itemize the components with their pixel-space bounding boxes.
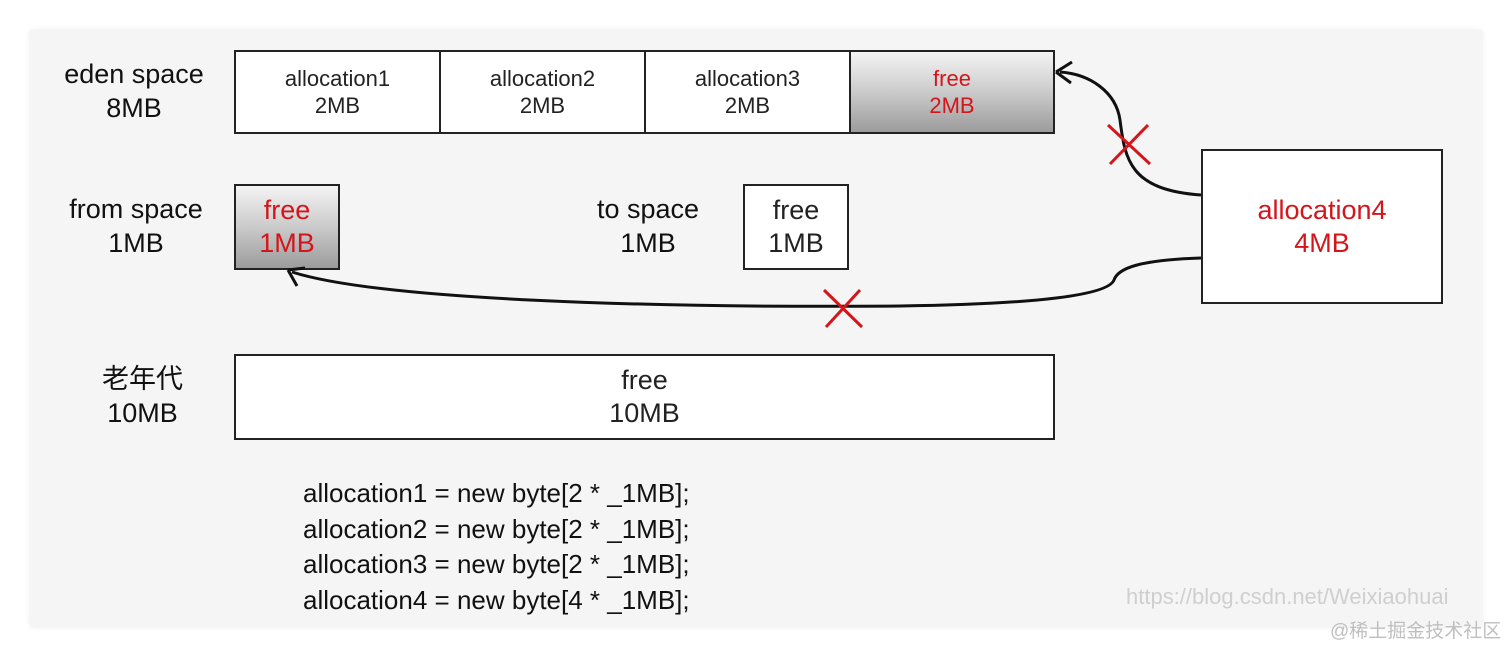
from-space-label: from space 1MB (55, 192, 217, 260)
eden-cell-allocation3: allocation3 2MB (644, 50, 851, 134)
cell-size: 2MB (929, 93, 975, 118)
cell-label: free (263, 195, 311, 225)
cell-size: 10MB (609, 398, 680, 428)
cell-label: allocation3 (694, 66, 801, 91)
from-space-name: from space (69, 194, 203, 224)
eden-cell-free: free 2MB (849, 50, 1055, 134)
code-line: allocation1 = new byte[2 * _1MB]; (303, 478, 690, 508)
arrow-head-from-space (286, 266, 306, 287)
allocation4-size: 4MB (1294, 227, 1350, 258)
blocked-x-icon (822, 288, 864, 329)
code-line: allocation4 = new byte[4 * _1MB]; (303, 584, 690, 615)
arrow-head-eden (1055, 60, 1073, 85)
old-gen-size: 10MB (107, 398, 178, 428)
cell-label: free (933, 66, 971, 91)
from-space-size: 1MB (108, 228, 164, 258)
allocation4-box: allocation4 4MB (1201, 149, 1443, 304)
blocked-x-icon (1106, 123, 1152, 166)
cell-label: free (621, 365, 668, 395)
code-line: allocation2 = new byte[2 * _1MB]; (303, 513, 690, 544)
code-block: allocation1 = new byte[2 * _1MB]; alloca… (303, 476, 690, 618)
from-space-free-cell: free 1MB (234, 184, 340, 270)
cell-label: free (772, 195, 820, 225)
cell-size: 2MB (724, 93, 771, 118)
code-line: allocation3 = new byte[2 * _1MB]; (303, 549, 690, 579)
cell-label: allocation2 (489, 66, 596, 91)
allocation4-label: allocation4 (1257, 194, 1387, 225)
cell-size: 2MB (519, 93, 566, 118)
blog-watermark: https://blog.csdn.net/Weixiaohuai (1126, 584, 1449, 609)
old-gen-name: 老年代 (102, 364, 183, 394)
eden-space-size: 8MB (106, 93, 162, 123)
old-gen-label: 老年代 10MB (80, 362, 205, 430)
arrow-to-eden (1059, 70, 1202, 197)
cell-size: 1MB (768, 228, 824, 258)
eden-space-label: eden space 8MB (50, 57, 218, 125)
cell-size: 2MB (314, 93, 361, 118)
to-space-size: 1MB (620, 228, 676, 258)
site-watermark: @稀土掘金技术社区 (1330, 621, 1502, 642)
eden-space-name: eden space (64, 59, 204, 89)
cell-label: allocation1 (284, 66, 391, 91)
to-space-label: to space 1MB (578, 192, 718, 260)
old-gen-free-cell: free 10MB (234, 354, 1055, 440)
cell-size: 1MB (259, 228, 315, 258)
to-space-name: to space (596, 194, 700, 224)
to-space-free-cell: free 1MB (743, 184, 849, 270)
arrow-to-from-space (291, 256, 1202, 308)
